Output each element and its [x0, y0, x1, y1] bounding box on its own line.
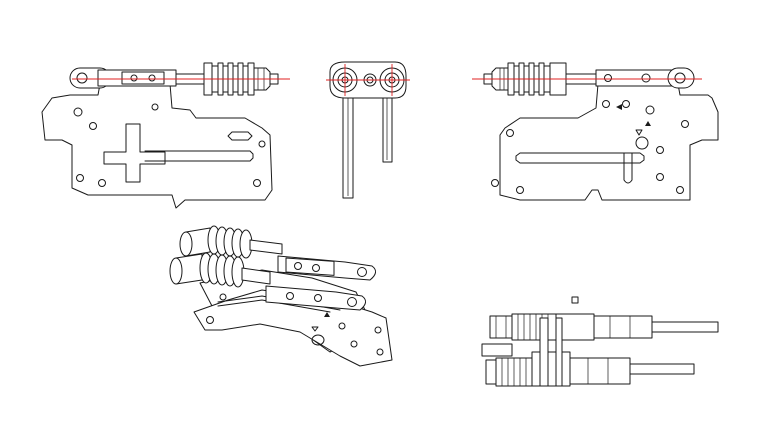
oval-slot — [228, 132, 252, 140]
view-front-left — [42, 63, 290, 208]
iso-slot-edge — [218, 300, 330, 312]
view-side — [326, 62, 410, 198]
bracket-plate-outline — [42, 84, 272, 208]
mount-hole — [507, 130, 514, 137]
horizontal-slot — [145, 151, 253, 161]
mount-hole — [646, 106, 654, 114]
iso-front-spring — [170, 253, 270, 287]
top-upper-spring — [512, 314, 556, 340]
mount-hole — [492, 180, 499, 187]
mount-hole — [90, 123, 97, 130]
triangle-marker — [312, 327, 318, 331]
hex-nut — [490, 316, 512, 338]
horizontal-slot — [516, 153, 644, 163]
top-upper-assembly — [490, 314, 718, 340]
top-connector — [540, 318, 548, 386]
mount-hole — [74, 108, 82, 116]
mount-hole — [375, 327, 381, 333]
pivot-hole — [675, 73, 685, 83]
hex-nut — [486, 360, 496, 384]
arm-hole — [642, 74, 650, 82]
side-plate-right — [383, 90, 392, 162]
mount-hole — [77, 175, 84, 182]
view-front-right — [472, 63, 718, 200]
arm-hole — [315, 295, 322, 302]
large-hole — [636, 137, 648, 149]
mount-hole — [623, 101, 630, 108]
hinge-arm — [596, 70, 678, 86]
bracket-plate-outline — [500, 84, 718, 200]
arm-hole — [287, 293, 294, 300]
top-lower-housing — [532, 352, 570, 386]
pivot-hole — [77, 73, 87, 83]
cross-slot — [104, 124, 165, 182]
top-lower-stub — [482, 344, 512, 356]
mount-hole — [603, 101, 610, 108]
view-isometric — [170, 226, 392, 366]
small-square-marker — [572, 297, 578, 303]
iso-back-arm — [278, 256, 376, 280]
arm-hole — [131, 75, 137, 81]
arm-window — [286, 258, 334, 275]
triangle-marker — [616, 104, 622, 110]
top-upper-bracket — [594, 316, 652, 338]
mount-hole — [220, 294, 226, 300]
iso-front-arm — [266, 286, 366, 310]
pivot-hole — [358, 268, 367, 277]
pivot-hole — [348, 298, 357, 307]
arm-hole — [149, 75, 155, 81]
arm-hole — [313, 265, 320, 272]
mount-hole — [152, 104, 158, 110]
arm-window — [122, 72, 164, 84]
mount-hole — [254, 180, 261, 187]
mount-hole — [377, 349, 383, 355]
vertical-slot — [624, 153, 632, 183]
large-hole — [312, 335, 324, 345]
view-top — [482, 297, 718, 386]
mount-hole — [339, 323, 345, 329]
top-connector — [556, 318, 562, 386]
arm-end-lobe — [668, 68, 694, 88]
mount-hole — [657, 147, 664, 154]
mount-hole — [99, 180, 106, 187]
mount-hole — [657, 174, 664, 181]
mount-hole — [351, 341, 357, 347]
mount-hole — [517, 187, 524, 194]
arm-hole — [605, 75, 612, 82]
triangle-marker — [645, 121, 651, 126]
mount-hole — [207, 317, 214, 324]
top-lower-bracket — [570, 358, 630, 384]
mount-hole — [677, 187, 684, 194]
triangle-marker — [636, 130, 642, 135]
mount-hole — [682, 121, 689, 128]
triangle-marker — [324, 312, 330, 317]
arm-hole — [295, 263, 302, 270]
iso-back-spring — [180, 226, 282, 258]
top-lower-assembly — [482, 344, 694, 386]
mount-hole — [259, 141, 265, 147]
